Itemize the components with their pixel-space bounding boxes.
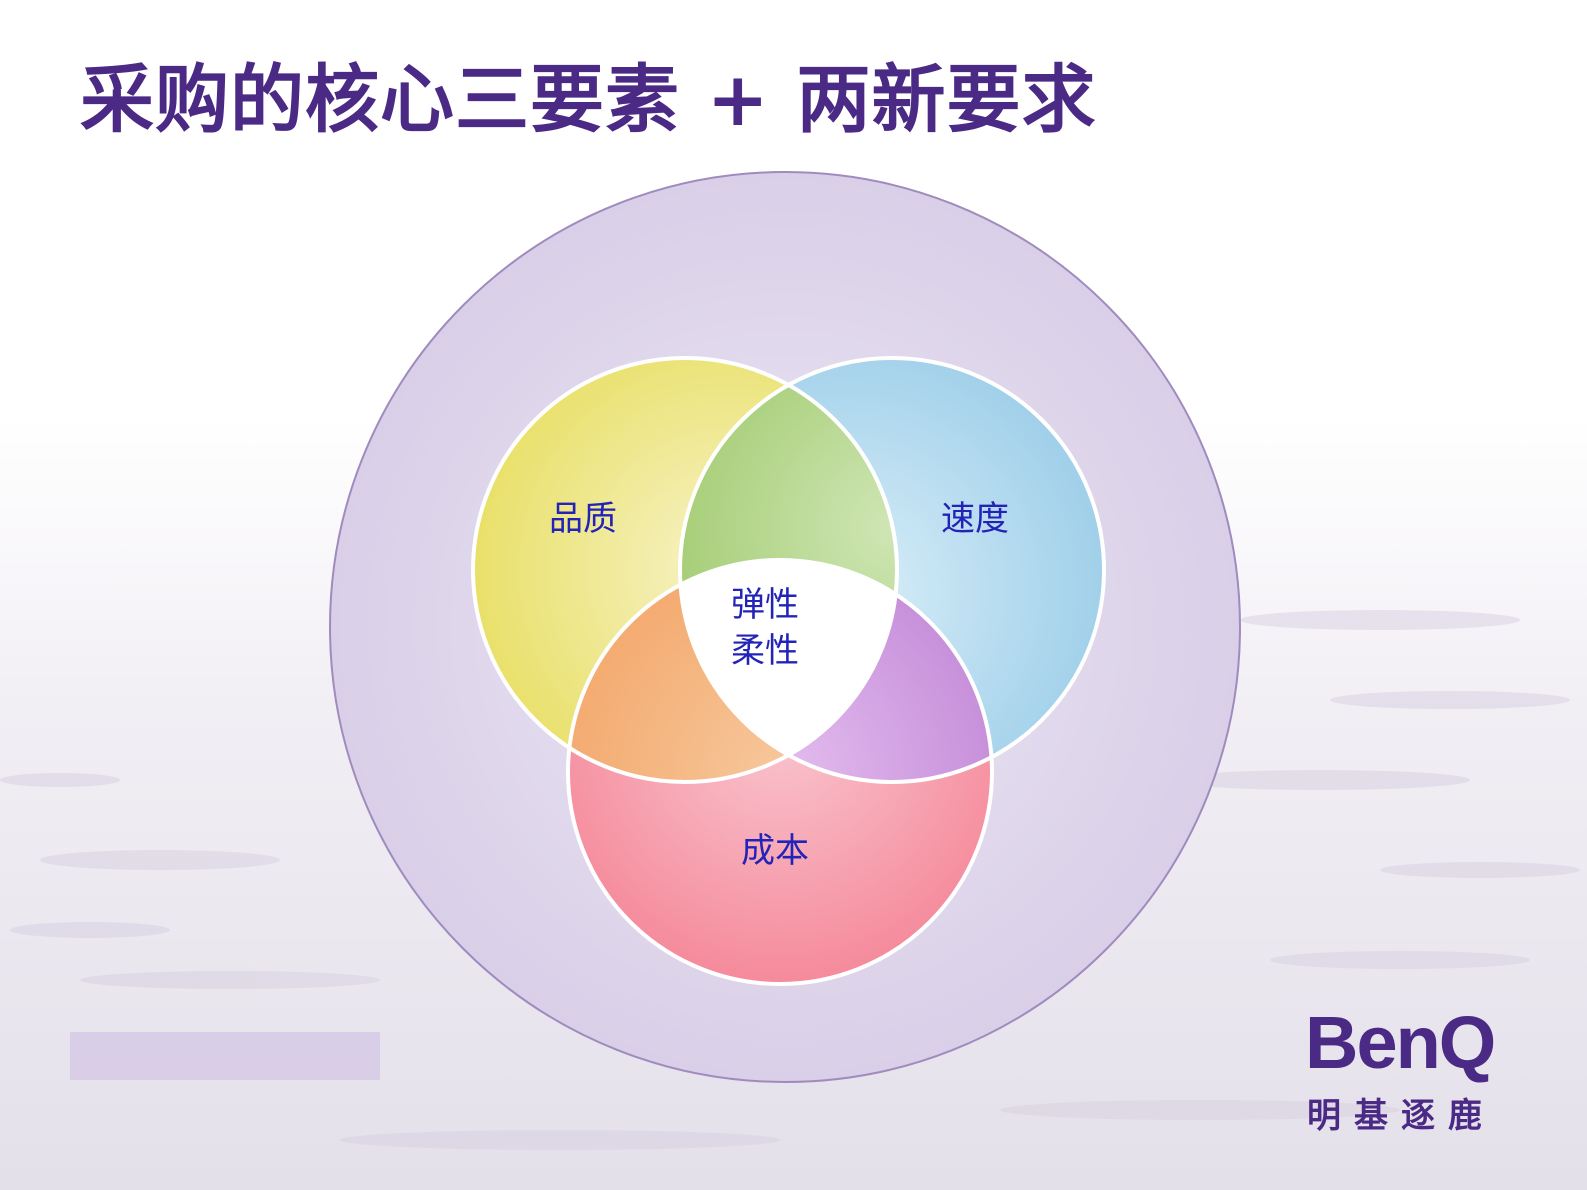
label-center-line1: 弹性 <box>731 585 799 625</box>
label-quality: 品质 <box>549 499 617 539</box>
label-speed: 速度 <box>941 499 1009 539</box>
label-cost: 成本 <box>741 831 809 871</box>
logo-chinese: 明基逐鹿 <box>1307 1096 1495 1136</box>
slide-title: 采购的核心三要素 + 两新要求 <box>80 57 1097 143</box>
footer-placeholder <box>70 1032 380 1080</box>
benq-logo: BenQ 明基逐鹿 <box>1305 1000 1535 1150</box>
logo-wordmark: BenQ <box>1305 1001 1496 1084</box>
label-center-line2: 柔性 <box>731 631 799 671</box>
